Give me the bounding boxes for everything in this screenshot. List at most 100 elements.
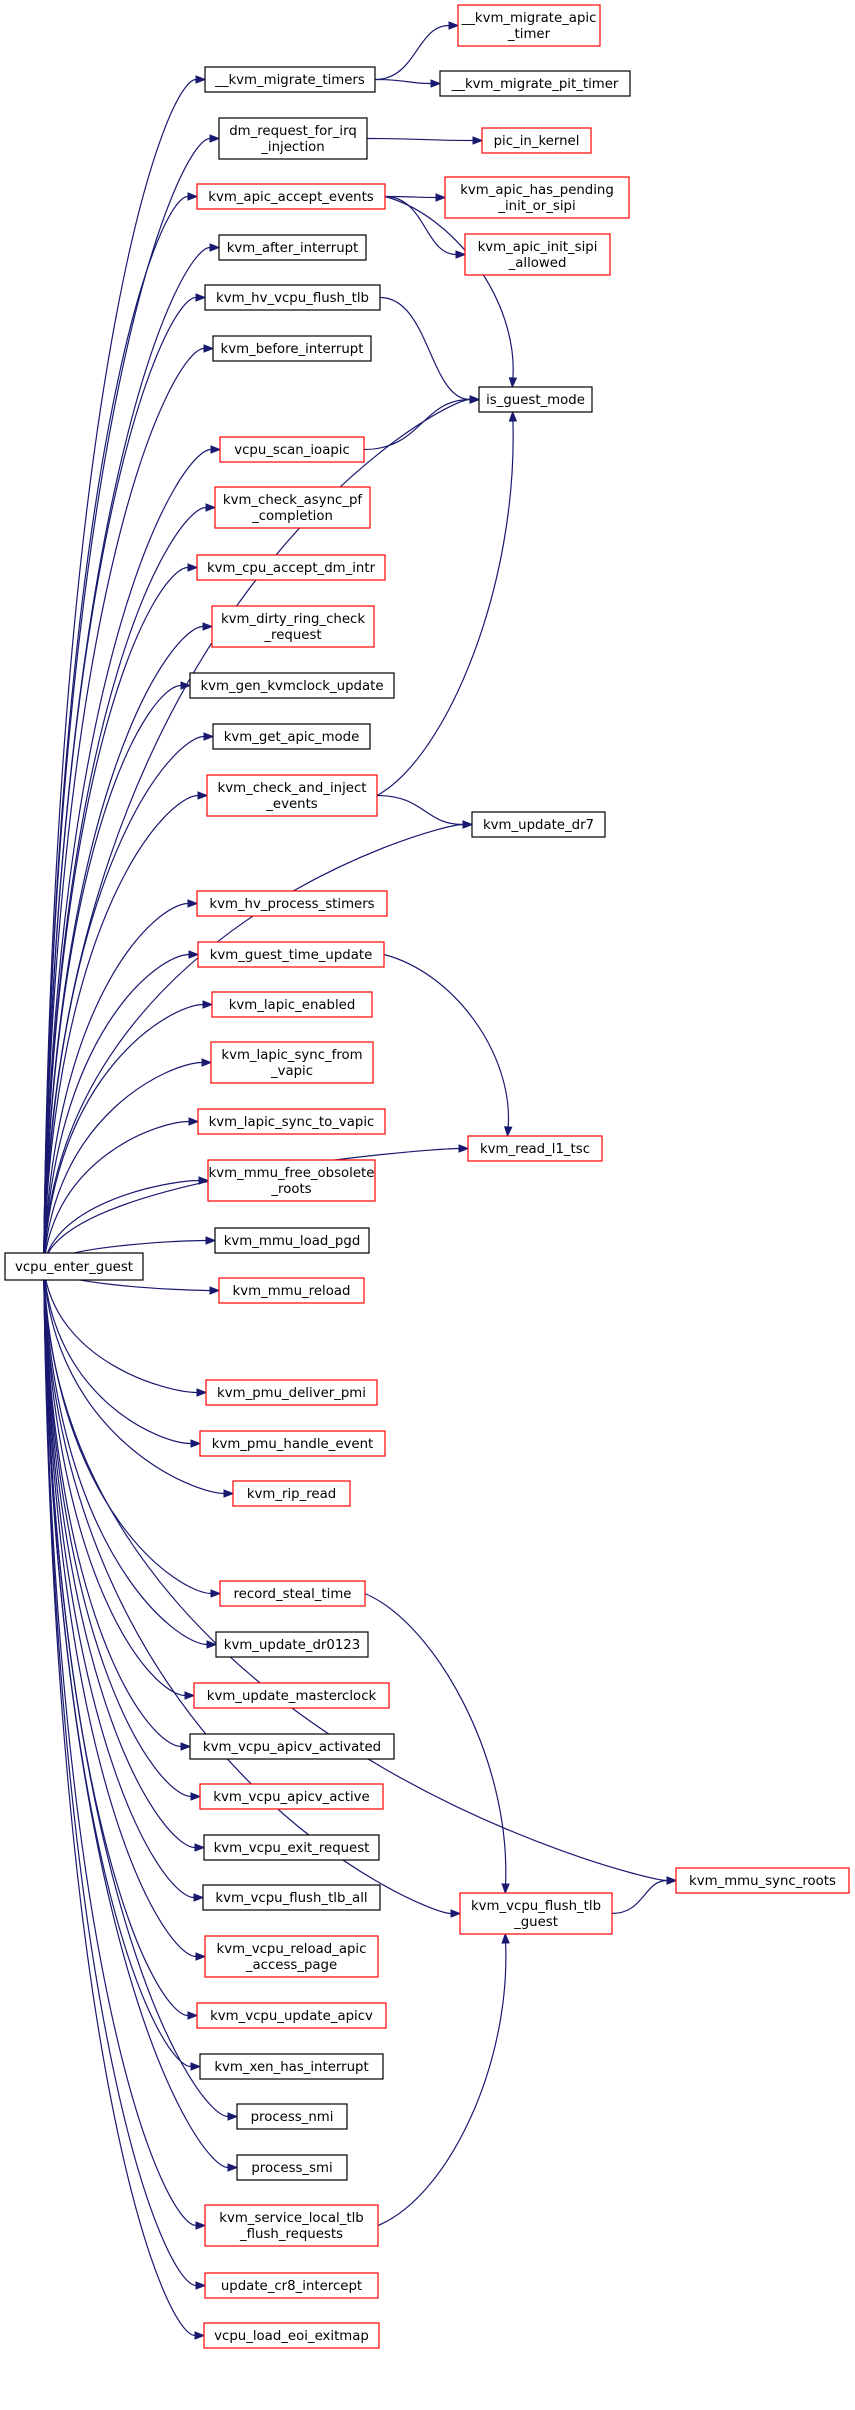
node-kle[interactable]: kvm_lapic_enabled — [211, 991, 373, 1018]
arrowhead-kcie-to-igm — [508, 410, 518, 422]
node-kmr[interactable]: kvm_mmu_reload — [218, 1277, 365, 1304]
node-box-kahp — [444, 176, 630, 219]
node-box-kgtu — [197, 941, 385, 968]
node-kais[interactable]: kvm_apic_init_sipi_allowed — [464, 233, 611, 276]
node-label-kdrc-0: kvm_dirty_ring_check — [221, 612, 365, 627]
node-label-kvaa-0: kvm_vcpu_apicv_activated — [203, 1740, 381, 1755]
node-kgtu[interactable]: kvm_guest_time_update — [197, 941, 385, 968]
node-box-pik — [481, 127, 592, 154]
arrowhead-root-to-pn — [227, 2112, 239, 2121]
node-kver[interactable]: kvm_vcpu_exit_request — [203, 1834, 380, 1861]
edge-root-to-kcap — [43, 506, 207, 1267]
node-kgam[interactable]: kvm_get_apic_mode — [212, 723, 371, 750]
arrowhead-root-to-vleem — [194, 2331, 206, 2340]
node-kvrap[interactable]: kvm_vcpu_reload_apic_access_page — [204, 1935, 379, 1978]
arrowhead-root-to-ps — [227, 2163, 239, 2172]
node-kxhi[interactable]: kvm_xen_has_interrupt — [199, 2053, 384, 2080]
node-kmsr[interactable]: kvm_mmu_sync_roots — [675, 1867, 850, 1894]
node-box-khps — [196, 890, 388, 917]
edge-root-to-kphe — [43, 1266, 192, 1445]
node-kud0[interactable]: kvm_update_dr0123 — [215, 1631, 369, 1658]
edge-kmt-to-kmat — [374, 24, 450, 81]
edge-kvftg-to-kmsr — [611, 1879, 668, 1915]
node-label-kai-0: kvm_after_interrupt — [227, 241, 359, 256]
edge-kaae-to-igm — [384, 195, 514, 379]
arrowhead-kmt-to-kmpt — [430, 79, 442, 88]
node-kmat[interactable]: __kvm_migrate_apic_timer — [457, 4, 601, 47]
node-box-kvrap — [204, 1935, 379, 1978]
node-vleem[interactable]: vcpu_load_eoi_exitmap — [203, 2322, 380, 2349]
node-label-kver-0: kvm_vcpu_exit_request — [214, 1841, 370, 1856]
node-kgku[interactable]: kvm_gen_kvmclock_update — [189, 672, 395, 699]
node-kpdp[interactable]: kvm_pmu_deliver_pmi — [205, 1379, 378, 1406]
node-label-kvaac-0: kvm_vcpu_apicv_active — [213, 1790, 369, 1805]
node-kmt[interactable]: __kvm_migrate_timers — [204, 66, 376, 93]
node-kvaac[interactable]: kvm_vcpu_apicv_active — [199, 1783, 384, 1810]
node-label-klsfv-0: kvm_lapic_sync_from — [221, 1048, 362, 1063]
node-kcie[interactable]: kvm_check_and_inject_events — [206, 774, 378, 817]
node-rst[interactable]: record_steal_time — [219, 1580, 366, 1607]
node-kcap[interactable]: kvm_check_async_pf_completion — [214, 486, 371, 529]
node-pn[interactable]: process_nmi — [236, 2103, 348, 2130]
node-kvftg[interactable]: kvm_vcpu_flush_tlb_guest — [459, 1892, 613, 1935]
edge-root-to-vsi — [43, 448, 212, 1267]
node-label-kphe-0: kvm_pmu_handle_event — [212, 1437, 373, 1452]
node-pik[interactable]: pic_in_kernel — [481, 127, 592, 154]
edge-root-to-kaae — [43, 195, 189, 1267]
node-label-kais-0: kvm_apic_init_sipi — [478, 240, 598, 255]
arrowhead-root-to-krlt — [458, 1144, 470, 1153]
node-label-kcadi-0: kvm_cpu_accept_dm_intr — [207, 561, 376, 576]
node-kmpt[interactable]: __kvm_migrate_pit_timer — [439, 70, 631, 97]
node-box-kmlp — [214, 1227, 370, 1254]
arrowhead-kvftg-to-kmsr — [666, 1876, 678, 1885]
node-klsfv[interactable]: kvm_lapic_sync_from_vapic — [210, 1041, 374, 1084]
arrowhead-root-to-kxhi — [190, 2062, 202, 2071]
node-label-klstv-0: kvm_lapic_sync_to_vapic — [209, 1115, 375, 1130]
node-kphe[interactable]: kvm_pmu_handle_event — [199, 1430, 386, 1457]
node-kmlp[interactable]: kvm_mmu_load_pgd — [214, 1227, 370, 1254]
arrowhead-kaae-to-kais — [455, 250, 467, 259]
node-kum[interactable]: kvm_update_masterclock — [193, 1682, 390, 1709]
node-ps[interactable]: process_smi — [236, 2154, 348, 2181]
node-kvaa[interactable]: kvm_vcpu_apicv_activated — [189, 1733, 395, 1760]
node-krr[interactable]: kvm_rip_read — [232, 1480, 351, 1507]
node-krlt[interactable]: kvm_read_l1_tsc — [467, 1135, 603, 1162]
node-box-root — [4, 1252, 144, 1281]
node-kaae[interactable]: kvm_apic_accept_events — [196, 183, 386, 210]
node-box-kmsr — [675, 1867, 850, 1894]
node-igm[interactable]: is_guest_mode — [478, 386, 593, 413]
arrowhead-rst-to-kvftg — [501, 1883, 510, 1895]
edge-root-to-klstv — [43, 1120, 190, 1267]
node-label-kpdp-0: kvm_pmu_deliver_pmi — [217, 1386, 366, 1401]
node-dmr[interactable]: dm_request_for_irq_injection — [218, 117, 368, 160]
node-kbi[interactable]: kvm_before_interrupt — [212, 335, 372, 362]
arrowhead-root-to-kgku — [180, 681, 192, 690]
node-kcadi[interactable]: kvm_cpu_accept_dm_intr — [196, 554, 386, 581]
arrowhead-root-to-kcap — [205, 503, 217, 512]
arrowhead-root-to-kum — [184, 1691, 196, 1700]
arrowhead-root-to-kpdp — [196, 1388, 208, 1397]
node-vsi[interactable]: vcpu_scan_ioapic — [219, 436, 365, 463]
node-kvfta[interactable]: kvm_vcpu_flush_tlb_all — [202, 1884, 381, 1911]
arrowhead-dmr-to-pik — [472, 136, 484, 145]
edge-root-to-kxhi — [43, 1266, 192, 2068]
node-kvua[interactable]: kvm_vcpu_update_apicv — [196, 2002, 387, 2029]
edge-root-to-kvfta — [43, 1266, 195, 1899]
node-uc8[interactable]: update_cr8_intercept — [204, 2272, 379, 2299]
node-kud7[interactable]: kvm_update_dr7 — [471, 811, 606, 838]
edge-root-to-khvft — [43, 296, 197, 1267]
node-box-igm — [478, 386, 593, 413]
node-label-kxhi-0: kvm_xen_has_interrupt — [214, 2060, 368, 2075]
node-ksltf[interactable]: kvm_service_local_tlb_flush_requests — [204, 2204, 379, 2247]
node-khvft[interactable]: kvm_hv_vcpu_flush_tlb — [204, 284, 381, 311]
node-box-kvaac — [199, 1783, 384, 1810]
node-khps[interactable]: kvm_hv_process_stimers — [196, 890, 388, 917]
node-kahp[interactable]: kvm_apic_has_pending_init_or_sipi — [444, 176, 630, 219]
arrowhead-root-to-klsfv — [201, 1058, 213, 1067]
node-kai[interactable]: kvm_after_interrupt — [218, 234, 367, 261]
edge-root-to-kgku — [43, 684, 182, 1267]
node-kmfor[interactable]: kvm_mmu_free_obsolete_roots — [207, 1159, 376, 1202]
node-klstv[interactable]: kvm_lapic_sync_to_vapic — [197, 1108, 386, 1135]
node-kdrc[interactable]: kvm_dirty_ring_check_request — [211, 605, 375, 648]
